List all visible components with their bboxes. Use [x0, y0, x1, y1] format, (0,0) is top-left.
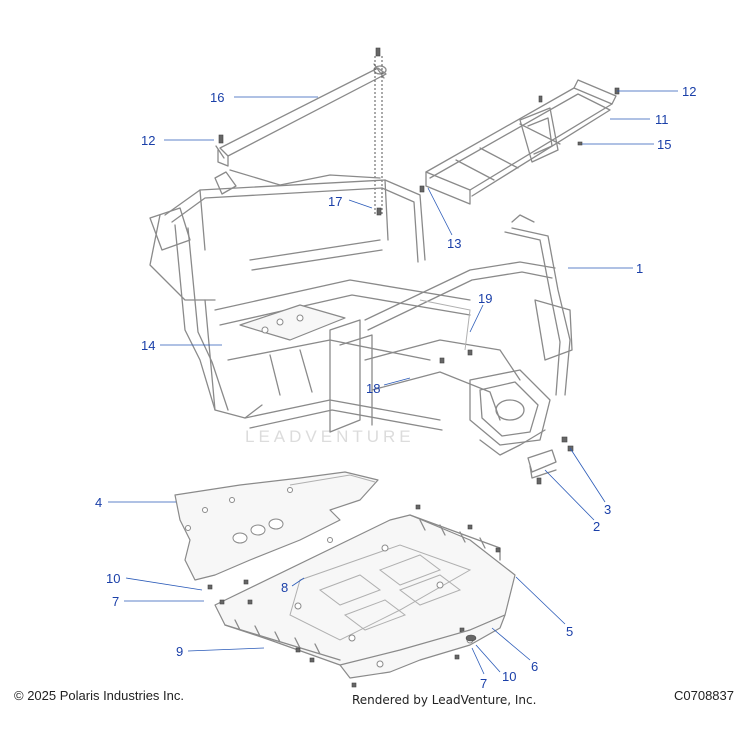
callout-10-left: 10 [106, 571, 120, 586]
callout-12-right: 12 [682, 84, 696, 99]
callout-11: 11 [655, 112, 669, 127]
callout-15: 15 [657, 137, 671, 152]
callout-labels: 16 12 17 12 11 15 13 1 19 14 18 3 2 4 8 … [95, 84, 696, 691]
front-skid-guard [339, 614, 506, 679]
diagram-part-code: C0708837 [674, 688, 734, 703]
callout-7-left: 7 [112, 594, 119, 609]
rendered-by-text: Rendered by LeadVenture, Inc. [352, 693, 537, 707]
callout-5: 5 [566, 624, 573, 639]
rear-frame-extension [419, 79, 620, 205]
callout-1: 1 [636, 261, 643, 276]
callout-leaders [108, 90, 678, 675]
callout-18: 18 [366, 381, 380, 396]
callout-3: 3 [604, 502, 611, 517]
callout-2: 2 [593, 519, 600, 534]
main-frame [149, 169, 573, 456]
callout-12-left: 12 [141, 133, 155, 148]
callout-8: 8 [281, 580, 288, 595]
callout-10-right: 10 [502, 669, 516, 684]
callout-14: 14 [141, 338, 155, 353]
callout-13: 13 [447, 236, 461, 251]
copyright-text: © 2025 Polaris Industries Inc. [14, 688, 184, 703]
callout-19: 19 [478, 291, 492, 306]
callout-4: 4 [95, 495, 102, 510]
rear-brace-tube [215, 47, 387, 215]
bracket-assembly [527, 436, 574, 485]
callout-9: 9 [176, 644, 183, 659]
callout-6: 6 [531, 659, 538, 674]
callout-16: 16 [210, 90, 224, 105]
rear-skid-plate [174, 471, 379, 590]
watermark-text: LEADVENTURE [245, 427, 415, 446]
callout-7-right: 7 [480, 676, 487, 691]
callout-17: 17 [328, 194, 342, 209]
